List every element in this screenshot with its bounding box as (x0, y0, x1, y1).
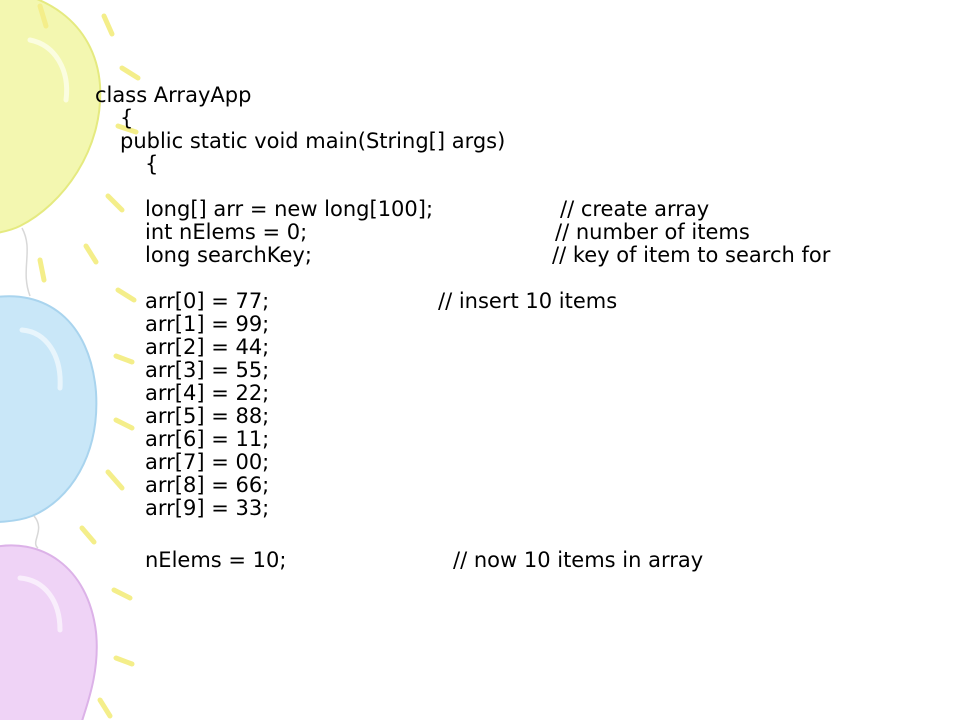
code-line: arr[0] = 77; (145, 289, 270, 313)
code-line: arr[7] = 00; (145, 450, 270, 474)
code-line: nElems = 10; (145, 548, 287, 572)
code-comment: // now 10 items in array (453, 548, 704, 572)
code-comment: // create array (560, 197, 710, 221)
code-line: arr[1] = 99; (145, 312, 270, 336)
code-comment: // insert 10 items (438, 289, 618, 313)
confetti-decoration (37, 3, 141, 719)
method-declaration: public static void main(String[] args) (120, 129, 506, 153)
purple-balloon-icon (0, 544, 98, 720)
class-open-brace: { (120, 106, 134, 130)
code-line: long[] arr = new long[100]; (145, 197, 434, 221)
code-line: arr[6] = 11; (145, 427, 270, 451)
code-line: arr[3] = 55; (145, 358, 270, 382)
blue-balloon-icon (0, 295, 98, 523)
code-line: long searchKey; (145, 243, 312, 267)
method-open-brace: { (145, 152, 159, 176)
code-line: arr[4] = 22; (145, 381, 270, 405)
code-line: arr[9] = 33; (145, 496, 270, 520)
class-declaration: class ArrayApp (95, 83, 252, 107)
code-line: arr[2] = 44; (145, 335, 270, 359)
code-line: arr[8] = 66; (145, 473, 270, 497)
yellow-balloon-icon (0, 0, 102, 234)
code-comment: // key of item to search for (552, 243, 831, 267)
code-line: arr[5] = 88; (145, 404, 270, 428)
code-comment: // number of items (555, 220, 750, 244)
code-line: int nElems = 0; (145, 220, 308, 244)
